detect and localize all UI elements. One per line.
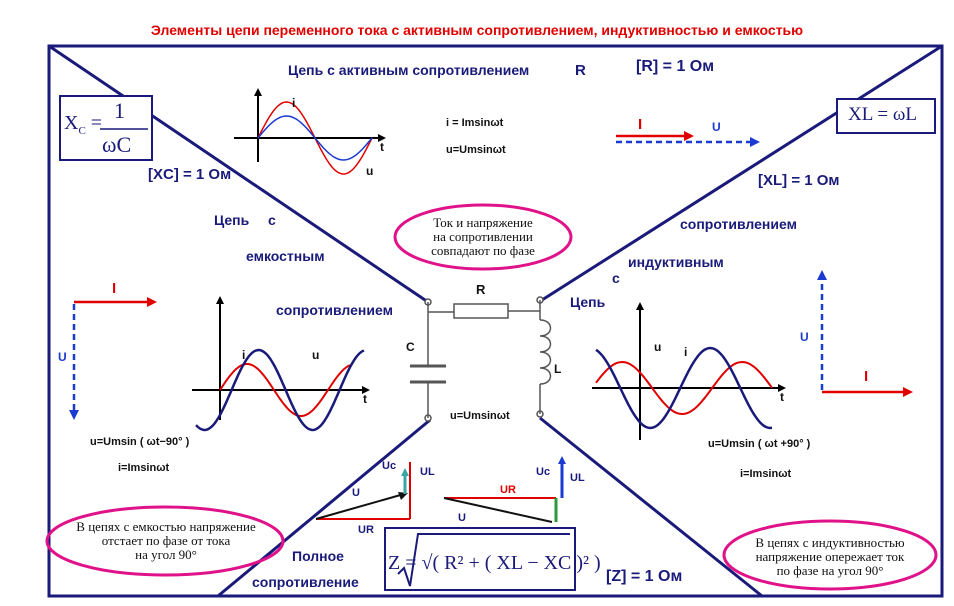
- circuit-l-label: L: [554, 362, 562, 376]
- right-note: В цепях с индуктивностью напряжение опер…: [755, 535, 905, 578]
- center-note: Ток и напряжение на сопротивлении совпад…: [431, 215, 535, 258]
- top-eq-u: u=Umsinωt: [446, 144, 506, 156]
- left-i-label: i: [242, 348, 246, 362]
- top-u-label: u: [366, 164, 374, 178]
- right-vec-i-label: I: [864, 368, 869, 385]
- left-tri-uc: Uc: [382, 460, 397, 472]
- circuit-r-label: R: [476, 282, 486, 297]
- diagonal-top-left: [48, 44, 429, 304]
- right-current-wave: [595, 360, 773, 416]
- right-u-label: u: [654, 340, 662, 354]
- left-tri-ur: UR: [358, 524, 374, 536]
- left-phasor-triangle: [315, 462, 411, 520]
- top-vec-u-label: U: [712, 120, 721, 134]
- left-u-label: u: [312, 348, 320, 362]
- xl-formula: XL = ωL: [848, 104, 917, 125]
- right-word-4: Цепь: [570, 294, 606, 310]
- left-tri-ul: UL: [420, 466, 435, 478]
- right-tri-u: U: [458, 512, 466, 524]
- right-i-label: i: [684, 345, 688, 359]
- right-tri-uc: Uc: [536, 466, 551, 478]
- outer-frame: [47, 44, 944, 598]
- xc-formula-box: [59, 95, 153, 161]
- right-vec-u-label: U: [800, 330, 809, 344]
- left-eq-i: i=Imsinωt: [118, 462, 170, 474]
- top-eq-i: i = Imsinωt: [446, 117, 504, 129]
- right-voltage-wave: [595, 346, 773, 430]
- left-note: В цепях с емкостью напряжение отстает по…: [76, 519, 256, 562]
- left-word-4: сопротивлением: [276, 302, 393, 318]
- right-word-3: с: [612, 270, 620, 286]
- bottom-word-2: сопротивление: [252, 574, 359, 590]
- diagonal-top-right: [541, 44, 943, 302]
- r-unit-value: [R] = 1 Ом: [636, 58, 715, 75]
- top-heading: Цепь с активным сопротивлением: [288, 62, 530, 78]
- top-graph: [234, 88, 386, 175]
- xc-formula-denominator: ωC: [102, 132, 132, 157]
- right-eq-u: u=Umsin ( ωt +90° ): [708, 438, 811, 450]
- left-t-label: t: [363, 392, 367, 406]
- right-tri-ur: UR: [500, 484, 516, 496]
- top-vec-i-label: I: [638, 116, 643, 133]
- right-word-2: индуктивным: [628, 254, 724, 270]
- inductor-symbol: [539, 319, 552, 385]
- sqrt-sign: [397, 533, 570, 587]
- left-word-1: Цепь: [214, 212, 250, 228]
- top-heading-symbol: R: [575, 62, 586, 79]
- left-note-ellipse: [45, 505, 285, 577]
- top-t-label: t: [380, 140, 384, 154]
- z-unit-value: [Z] = 1 Ом: [606, 568, 683, 585]
- left-word-3: емкостным: [246, 248, 325, 264]
- left-vec-u-label: U: [58, 350, 67, 364]
- top-voltage-wave: [257, 115, 373, 161]
- circuit-c-label: C: [406, 340, 415, 354]
- center-note-ellipse: [393, 203, 573, 271]
- left-word-2: с: [268, 212, 276, 228]
- left-graph: [192, 296, 370, 432]
- right-phasor-triangle: [443, 456, 566, 523]
- resistor-symbol: [453, 303, 509, 319]
- left-tri-u: U: [352, 487, 360, 499]
- left-voltage-wave: [195, 348, 365, 432]
- diagonal-bottom-right: [539, 416, 763, 598]
- left-vec-i-label: I: [112, 280, 117, 297]
- bottom-word-1: Полное: [292, 548, 344, 564]
- xc-unit-value: [XC] = 1 Ом: [148, 166, 232, 183]
- right-graph: [592, 302, 786, 440]
- xc-formula-lhs: XC =: [64, 112, 103, 137]
- right-word-1: сопротивлением: [680, 216, 797, 232]
- diagonal-bottom-left: [217, 418, 431, 598]
- circuit-eq-u: u=Umsinωt: [450, 410, 510, 422]
- right-tri-ul: UL: [570, 472, 585, 484]
- right-note-ellipse: [722, 519, 938, 591]
- right-t-label: t: [780, 390, 784, 404]
- page-title: Элементы цепи переменного тока с активны…: [150, 22, 804, 38]
- z-formula: Z = √( R² + ( XL − XC )² ): [388, 552, 601, 574]
- top-i-label: i: [292, 96, 296, 110]
- right-eq-i: i=Imsinωt: [740, 468, 792, 480]
- xc-formula-numerator: 1: [114, 98, 125, 123]
- xl-formula-box: [836, 98, 936, 134]
- xl-unit-value: [XL] = 1 Ом: [758, 172, 840, 189]
- circuit: [410, 296, 552, 422]
- left-eq-u: u=Umsin ( ωt−90° ): [90, 436, 190, 448]
